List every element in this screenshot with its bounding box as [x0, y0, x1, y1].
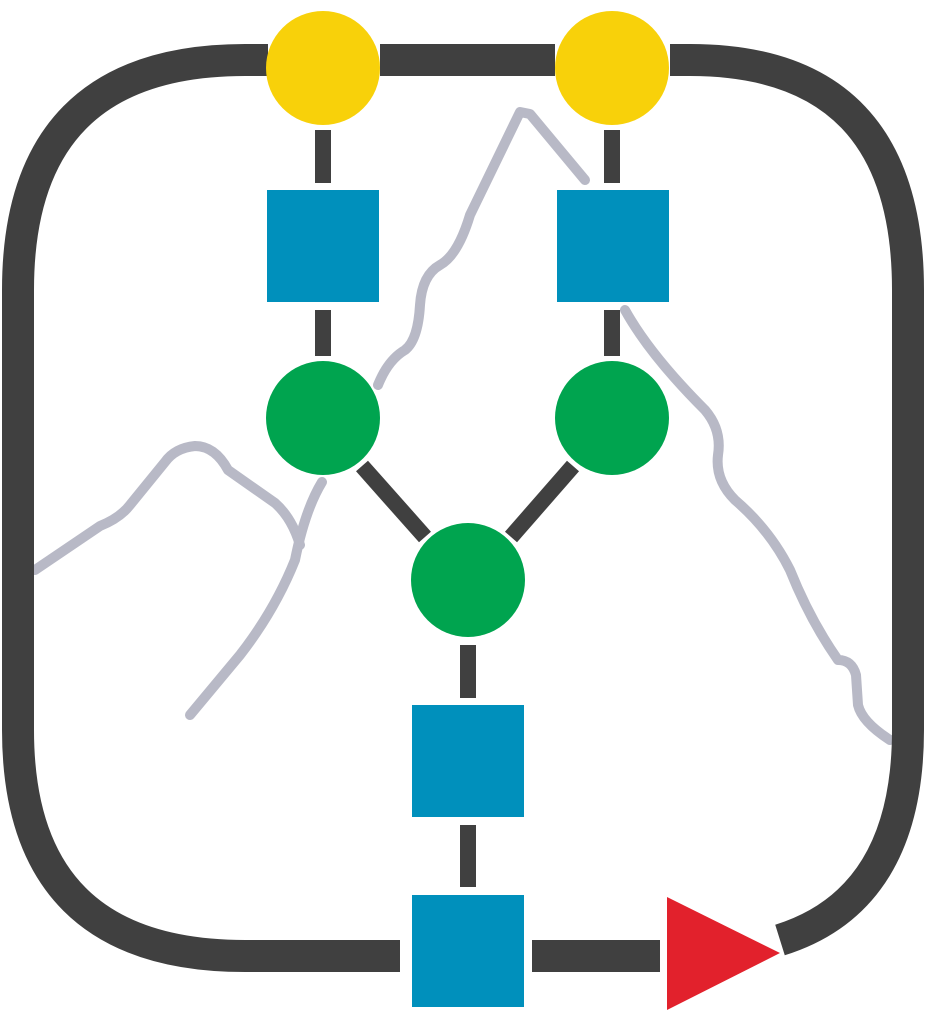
mountain-outline — [30, 107, 895, 745]
linkages — [315, 130, 620, 887]
fucose-triangle — [667, 897, 780, 1010]
mannose-left — [266, 361, 380, 475]
glcnac-core-lower — [412, 895, 524, 1007]
mannose-right — [555, 361, 669, 475]
glcnac-right — [557, 190, 669, 302]
frame-outline — [2, 44, 924, 972]
galactose-left — [266, 11, 380, 125]
glcnac-core-upper — [412, 705, 524, 817]
glcnac-left — [267, 190, 379, 302]
galactose-right — [555, 11, 669, 125]
mannose-core — [411, 523, 525, 637]
